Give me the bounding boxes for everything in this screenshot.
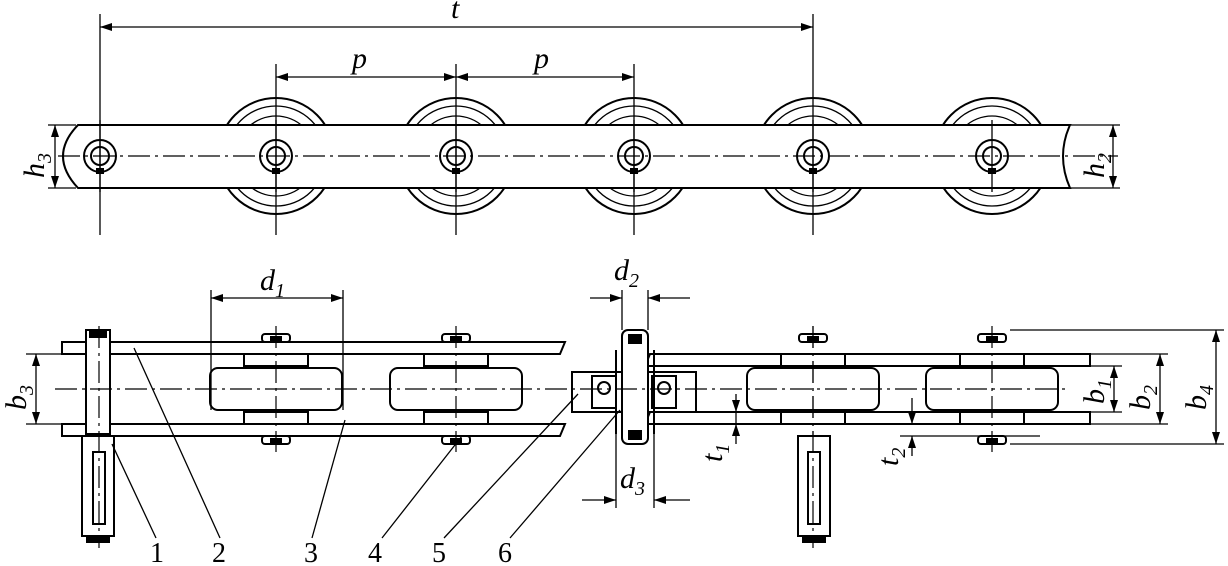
label-d2: d2	[614, 254, 639, 292]
part-number-5: 5	[432, 538, 446, 566]
leader-lines	[111, 347, 621, 539]
part-number-1: 1	[150, 538, 164, 566]
bottom-view: d1 d2 d3 b3 b1 b2	[0, 254, 1224, 566]
middle-pin-assembly	[571, 329, 697, 445]
svg-text:t1: t1	[696, 444, 734, 462]
label-t: t	[451, 0, 460, 25]
svg-text:b4: b4	[1180, 385, 1218, 410]
label-b1: b1	[1078, 379, 1116, 404]
attachment-pin-right	[797, 435, 831, 543]
label-h2: h2	[1078, 153, 1116, 178]
svg-text:b2: b2	[1124, 385, 1162, 410]
svg-text:t2: t2	[872, 448, 910, 466]
label-p-2: p	[532, 42, 549, 75]
part-number-4: 4	[368, 538, 382, 566]
svg-text:b3: b3	[0, 385, 38, 410]
label-t1: t1	[696, 444, 734, 462]
roller-bottom-4	[925, 326, 1059, 452]
label-b2: b2	[1124, 385, 1162, 410]
part-number-2: 2	[212, 538, 226, 566]
label-t2: t2	[872, 448, 910, 466]
label-b3: b3	[0, 385, 38, 410]
outer-plate-lower	[61, 423, 567, 437]
label-p-1: p	[350, 42, 367, 75]
label-d3: d3	[620, 462, 645, 500]
outer-plate-upper	[61, 341, 567, 355]
rollers-bottom	[209, 326, 1059, 452]
svg-text:b1: b1	[1078, 379, 1116, 404]
label-h3: h3	[18, 153, 56, 178]
part-number-3: 3	[304, 538, 318, 566]
label-b4: b4	[1180, 385, 1218, 410]
part-number-6: 6	[498, 538, 512, 566]
svg-text:h3: h3	[18, 153, 56, 178]
top-view: t p p h3 h2	[18, 0, 1120, 235]
svg-text:h2: h2	[1078, 153, 1116, 178]
label-d1: d1	[260, 264, 285, 302]
attachment-pin-left	[81, 329, 115, 543]
